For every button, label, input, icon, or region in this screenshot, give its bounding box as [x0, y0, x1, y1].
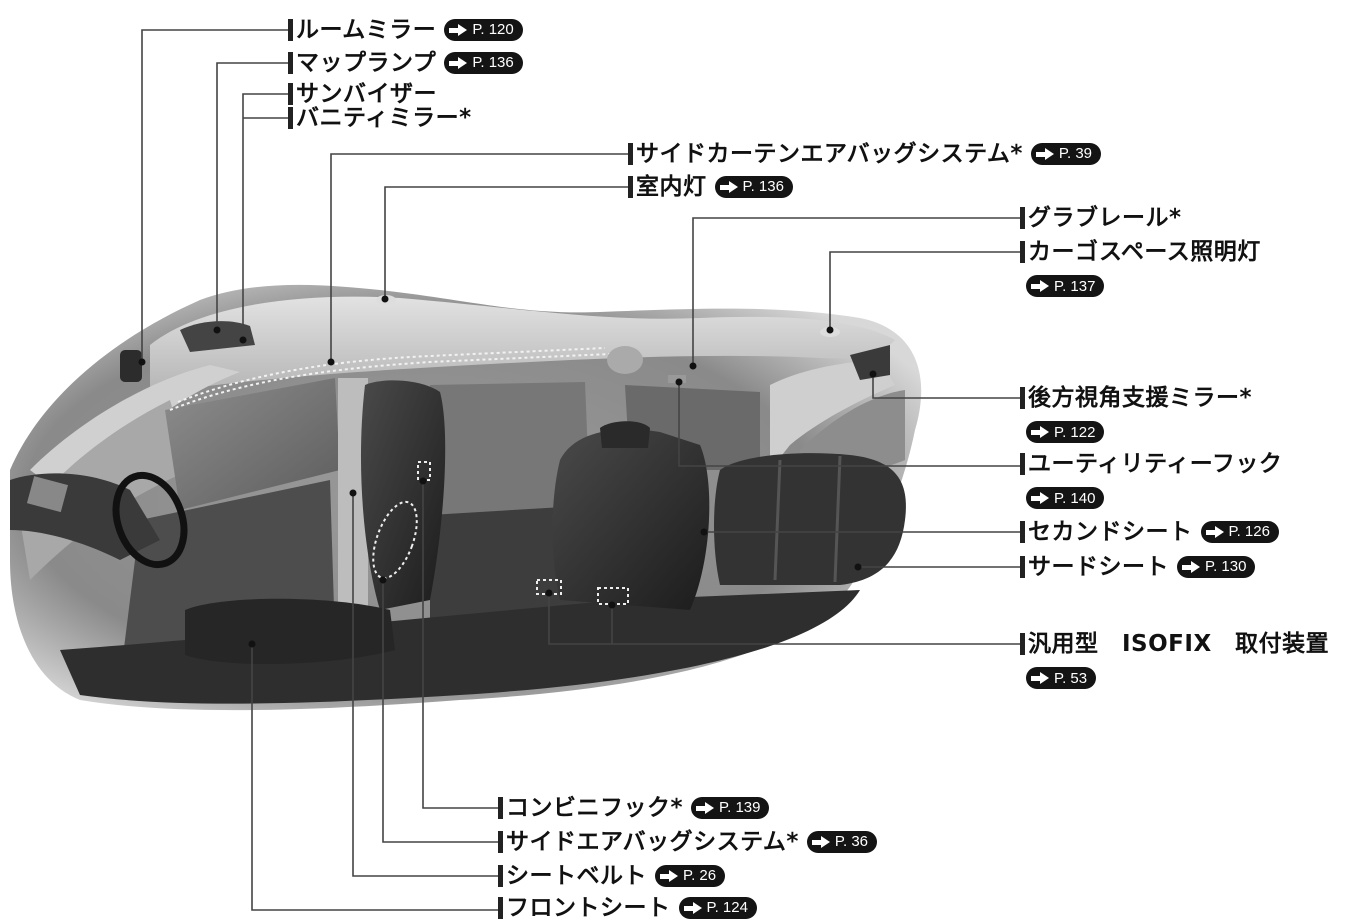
- page-ref-badge[interactable]: P. 26: [655, 865, 726, 887]
- callout-side-airbag: サイドエアバッグシステム* P. 36: [498, 827, 878, 857]
- page-ref-badge[interactable]: P. 140: [1026, 487, 1105, 509]
- callout-map-lamp: マップランプ P. 136: [288, 48, 523, 78]
- front-seat-cushion: [185, 598, 395, 665]
- page-ref-badge[interactable]: P. 53: [1026, 667, 1097, 689]
- roof-handle-fixture: [607, 346, 643, 374]
- d-pillar: [770, 360, 895, 470]
- callout-cargo-light-ref: P. 137: [1026, 272, 1105, 298]
- room-mirror-shape: [120, 350, 142, 382]
- dash-vent: [26, 476, 69, 513]
- second-seat-headrest: [600, 421, 650, 448]
- page-ref-badge[interactable]: P. 136: [714, 176, 793, 198]
- third-seat-divide: [773, 455, 842, 583]
- callout-utility-hook: ユーティリティーフック: [1020, 449, 1282, 479]
- callout-sun-visor: サンバイザー: [288, 79, 437, 109]
- callout-rear-view-assist-mirror-ref: P. 122: [1026, 418, 1105, 444]
- side-airbag-outline: [372, 500, 418, 580]
- curtain-airbag-outline-2: [177, 347, 606, 403]
- third-seat-back: [714, 453, 906, 585]
- page-ref-badge[interactable]: P. 139: [691, 797, 770, 819]
- roof-headliner: [150, 296, 895, 395]
- page-ref-badge[interactable]: P. 137: [1026, 275, 1105, 297]
- page-ref-badge[interactable]: P. 122: [1026, 421, 1105, 443]
- callout-side-curtain-airbag: サイドカーテンエアバッグシステム* P. 39: [628, 139, 1102, 169]
- steering-wheel: [112, 471, 188, 569]
- second-seat-back: [552, 429, 710, 610]
- callout-isofix: 汎用型 ISOFIX 取付装置: [1020, 629, 1329, 659]
- leader-lines: [141, 29, 1024, 911]
- page-ref-badge[interactable]: P. 124: [678, 897, 757, 919]
- page-ref-badge[interactable]: P. 126: [1200, 521, 1279, 543]
- page-ref-badge[interactable]: P. 136: [444, 52, 523, 74]
- page-ref-badge[interactable]: P. 120: [444, 19, 523, 41]
- floor: [60, 590, 860, 704]
- callout-seat-belt: シートベルト P. 26: [498, 861, 726, 891]
- callout-grab-rail: グラブレール*: [1020, 203, 1182, 233]
- page-ref-badge[interactable]: P. 39: [1030, 143, 1102, 165]
- callout-interior-light: 室内灯 P. 136: [628, 172, 793, 202]
- callout-room-mirror: ルームミラー P. 120: [288, 15, 523, 45]
- utility-hook-fixture: [668, 375, 686, 383]
- callout-cargo-light: カーゴスペース照明灯: [1020, 237, 1261, 267]
- callout-convenience-hook: コンビニフック* P. 139: [498, 793, 770, 823]
- page-ref-badge[interactable]: P. 130: [1177, 556, 1256, 578]
- callout-utility-hook-ref: P. 140: [1026, 484, 1105, 510]
- front-seat-back: [360, 380, 446, 610]
- callout-rear-view-assist-mirror: 後方視角支援ミラー*: [1020, 383, 1252, 413]
- overhead-console: [180, 321, 255, 352]
- rear-mirror-fixture: [850, 345, 890, 380]
- leader-dots: [138, 295, 877, 648]
- front-window: [165, 378, 340, 510]
- callout-vanity-mirror: バニティミラー*: [288, 103, 472, 133]
- callout-second-seat: セカンドシート P. 126: [1020, 517, 1279, 547]
- callout-front-seat: フロントシート P. 124: [498, 893, 757, 923]
- callout-third-seat: サードシート P. 130: [1020, 552, 1256, 582]
- callout-isofix-ref: P. 53: [1026, 664, 1097, 690]
- rear-window: [430, 382, 590, 515]
- curtain-airbag-outline: [169, 353, 611, 411]
- page-ref-badge[interactable]: P. 36: [806, 831, 878, 853]
